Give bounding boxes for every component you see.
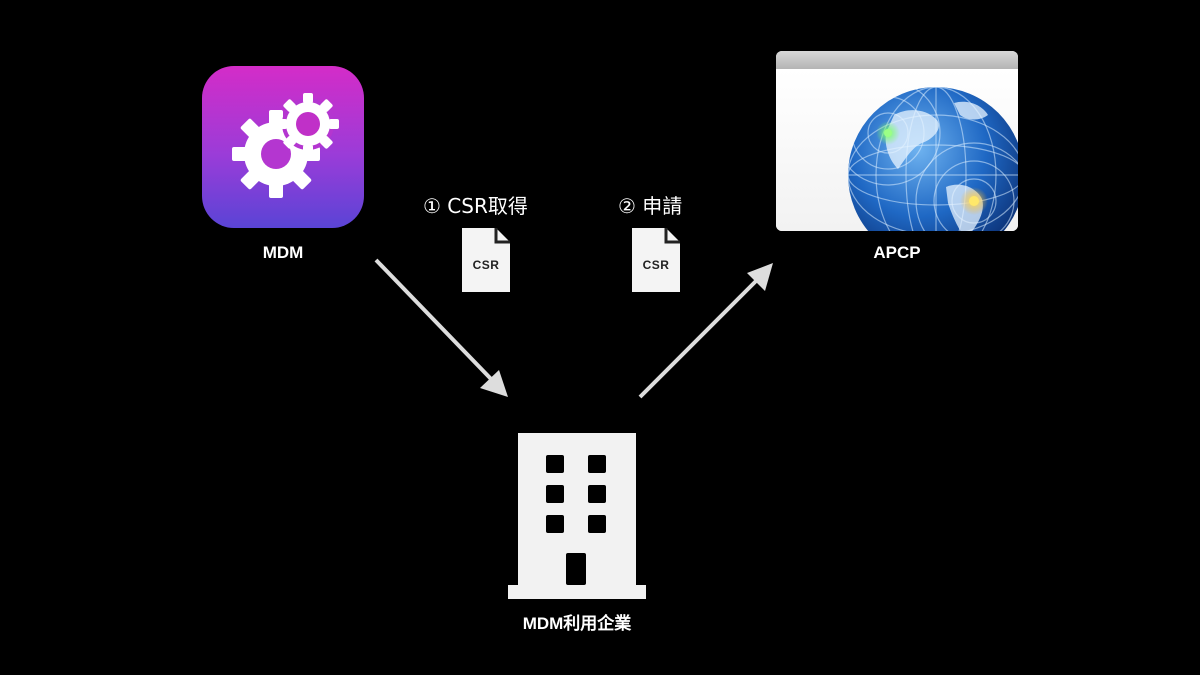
step-1-label: ① CSR取得	[423, 194, 528, 218]
mdm-app-icon	[202, 66, 364, 228]
csr-document-icon: CSR	[460, 226, 512, 294]
apcp-canvas	[776, 69, 1018, 231]
apcp-label: APCP	[873, 243, 921, 262]
office-building-icon	[508, 433, 646, 599]
gear-icon	[232, 93, 339, 198]
company-label: MDM利用企業	[522, 614, 632, 633]
csr-document-text: CSR	[472, 258, 500, 272]
arrow-mdm-to-company	[374, 258, 508, 397]
csr-document-icon: CSR	[630, 226, 682, 294]
step-2-label: ② 申請	[618, 194, 683, 218]
apcp-window-icon	[776, 51, 1018, 231]
mdm-label: MDM	[262, 243, 304, 262]
window-titlebar	[776, 51, 1018, 69]
globe-icon	[848, 87, 1018, 231]
arrow-company-to-apcp	[638, 263, 773, 399]
csr-document-text: CSR	[642, 258, 670, 272]
